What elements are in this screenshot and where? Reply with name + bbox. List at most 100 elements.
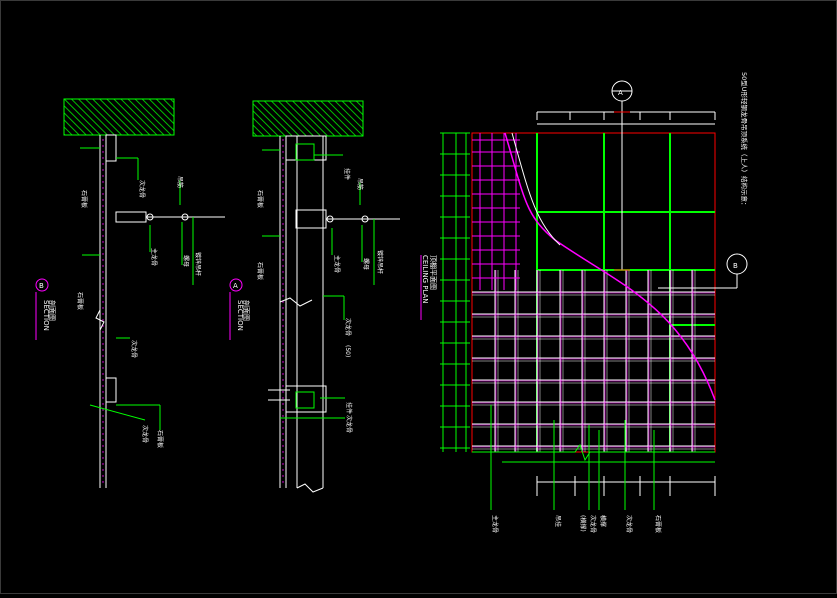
label-mid-keel-b: 次龙骨 <box>130 340 138 358</box>
speckle <box>282 301 284 303</box>
speckle <box>282 343 284 345</box>
speckle <box>102 463 104 465</box>
speckle <box>102 451 104 453</box>
speckle <box>102 439 104 441</box>
speckle <box>102 469 104 471</box>
label-board-a: 石膏板 <box>256 262 264 280</box>
speckle <box>282 199 284 201</box>
section-b-title-en: SECTION <box>42 300 50 331</box>
main-keel-a <box>295 209 327 229</box>
bottom-break <box>472 443 715 462</box>
section-a-marker-circle <box>229 278 243 292</box>
speckle <box>102 193 104 195</box>
label-hanger-a: 吊筋 <box>356 178 364 190</box>
mid-clip-b <box>105 377 117 403</box>
speckle <box>282 337 284 339</box>
speckle <box>102 295 104 297</box>
leader <box>89 404 146 421</box>
break-a <box>279 297 313 307</box>
speckle <box>282 415 284 417</box>
bolt-b1 <box>146 213 154 221</box>
speckle <box>102 253 104 255</box>
speckle <box>282 229 284 231</box>
label-bottom-gypsum-b: 石膏板 <box>156 430 164 448</box>
speckle <box>102 421 104 423</box>
plan-title-cn: 顶棚平面图 <box>429 255 438 290</box>
speckle <box>102 481 104 483</box>
curve-inner <box>511 132 561 246</box>
speckle <box>102 319 104 321</box>
section-a-marker: A <box>233 282 238 290</box>
speckle <box>282 349 284 351</box>
plan-marker-b: B <box>733 262 738 270</box>
section-b-marker-circle <box>35 278 49 292</box>
section-a-title-cn: 剖面图 <box>242 300 251 321</box>
speckle <box>282 421 284 423</box>
speckle <box>282 271 284 273</box>
label-rod-a: 镀锌吊杆 <box>376 250 384 274</box>
speckle <box>102 397 104 399</box>
speckle <box>282 445 284 447</box>
label-main-keel-b: 主龙骨 <box>150 248 158 266</box>
speckle <box>282 193 284 195</box>
speckle <box>102 205 104 207</box>
break-a2 <box>296 483 324 493</box>
speckle <box>282 451 284 453</box>
plan-bottom-label-3: 横撑 <box>599 515 607 527</box>
label-top-clip-a: 挂件 <box>343 168 351 180</box>
speckle <box>282 277 284 279</box>
speckle <box>102 241 104 243</box>
speckle <box>102 283 104 285</box>
speckle <box>102 349 104 351</box>
speckle <box>102 145 104 147</box>
speckle <box>102 169 104 171</box>
speckle <box>282 409 284 411</box>
speckle <box>282 475 284 477</box>
speckle <box>282 481 284 483</box>
speckle <box>282 151 284 153</box>
speckle <box>102 433 104 435</box>
speckle <box>102 229 104 231</box>
label-nut-b: 螺母 <box>182 255 190 267</box>
label-main-keel-a: 主龙骨 <box>333 255 341 273</box>
speckle <box>102 259 104 261</box>
speckle <box>102 361 104 363</box>
speckle <box>102 331 104 333</box>
section-a-title-en: SECTION <box>236 300 244 331</box>
speckle <box>282 295 284 297</box>
speckle <box>282 361 284 363</box>
speckle <box>282 145 284 147</box>
speckle <box>282 223 284 225</box>
speckle <box>282 391 284 393</box>
bottom-clip-a <box>295 391 315 409</box>
speckle <box>282 163 284 165</box>
speckle <box>102 139 104 141</box>
speckle <box>282 241 284 243</box>
speckle <box>102 379 104 381</box>
speckle <box>282 463 284 465</box>
speckle <box>102 199 104 201</box>
plan-note: 50型U形轻钢龙骨吊顶系统（上人）结构示意： <box>740 72 749 209</box>
speckle <box>282 205 284 207</box>
label-board-b: 石膏板 <box>76 292 84 310</box>
plan-bottom-label-extra: (横撑) <box>579 515 587 532</box>
speckle <box>102 385 104 387</box>
label-top-gypsum-a: 石膏板 <box>256 190 264 208</box>
speckle <box>282 259 284 261</box>
speckle <box>102 271 104 273</box>
label-bottom-keel-a: 次龙骨 <box>345 415 353 433</box>
speckle <box>282 253 284 255</box>
speckle <box>102 367 104 369</box>
speckle <box>282 439 284 441</box>
speckle <box>282 433 284 435</box>
speckle <box>282 181 284 183</box>
speckle <box>282 469 284 471</box>
speckle <box>282 325 284 327</box>
speckle <box>102 175 104 177</box>
label-bottom-clip-a: 挂件 <box>345 402 353 414</box>
label-cross-keel-b: 次龙骨 <box>138 180 146 198</box>
speckle <box>102 475 104 477</box>
speckle <box>282 403 284 405</box>
